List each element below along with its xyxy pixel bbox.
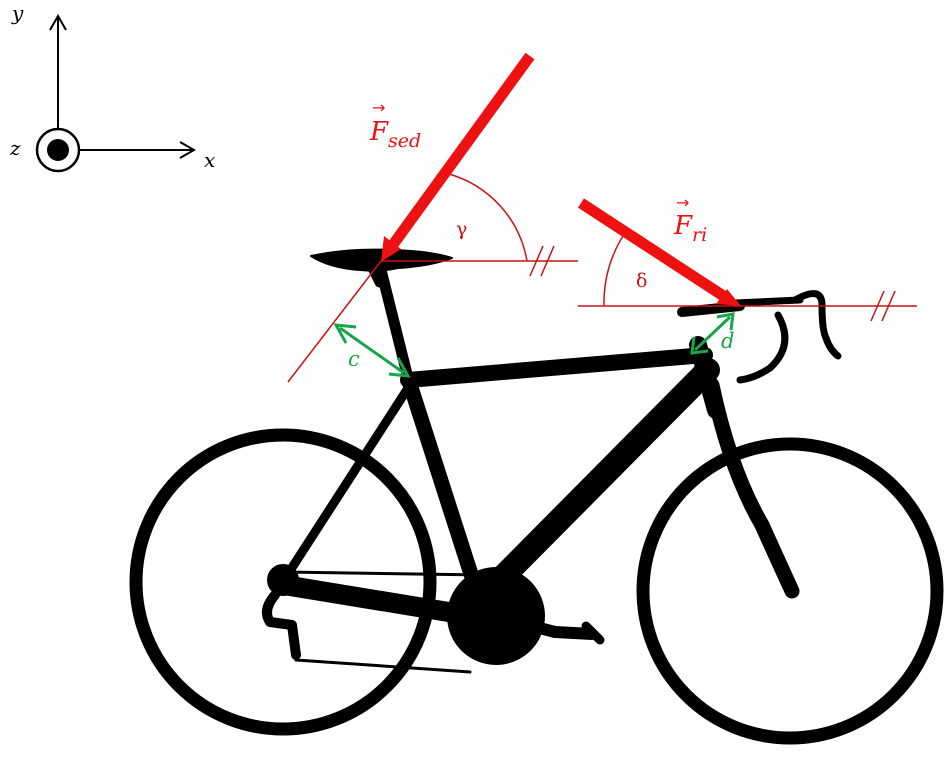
gamma-angle-arc <box>448 173 528 262</box>
rear-hub <box>267 564 299 596</box>
distance-markers <box>333 312 735 378</box>
seat-force-vector-accent: → <box>372 98 385 117</box>
handlebar-force-arrowhead <box>716 289 741 306</box>
seat-force-label: → F sed <box>369 98 421 152</box>
top-tube <box>400 347 713 388</box>
y-axis-label: y <box>11 1 24 25</box>
seat-offset-arrow <box>339 326 405 375</box>
seat-stay <box>279 380 415 585</box>
handlebar-force-arrow <box>577 198 729 302</box>
seat-offset-arrowhead-start <box>333 323 357 344</box>
chain-upper <box>282 570 487 577</box>
handlebar-offset-label: d <box>721 329 734 353</box>
delta-angle-arc <box>603 232 626 307</box>
saddle-clamp <box>366 260 386 288</box>
seat-tube <box>400 370 486 604</box>
handlebar-hash-mark-2 <box>881 290 896 322</box>
seat-force-symbol: F <box>369 117 389 147</box>
seat-hash-mark-1 <box>529 245 544 277</box>
delta-angle-label: δ <box>636 270 647 292</box>
seat-offset-arrowhead-end <box>388 357 411 378</box>
handlebar-force-symbol: F <box>673 211 693 241</box>
crank-arm <box>494 612 598 640</box>
y-axis-arrowhead <box>49 13 67 31</box>
rear-wheel <box>129 428 437 736</box>
seat-post <box>375 264 414 384</box>
seat-force-subscript: sed <box>388 130 421 152</box>
z-axis-dot <box>47 139 69 161</box>
seat-force-line-of-action <box>287 260 382 383</box>
front-wheel <box>636 437 944 745</box>
handlebar-offset-arrow <box>693 315 732 352</box>
down-tube <box>468 358 720 612</box>
handlebar-force-vector-accent: → <box>676 193 689 212</box>
seat-force-arrowhead <box>381 236 401 262</box>
handlebar-force-label: → F ri <box>673 193 707 246</box>
chain-lower <box>294 658 472 674</box>
rear-derailleur <box>261 590 301 660</box>
handlebar-force-subscript: ri <box>692 224 707 246</box>
front-fork <box>704 377 800 599</box>
handlebar-offset-arrowhead-start <box>716 312 735 331</box>
force-vectors <box>381 52 741 306</box>
seat-offset-label: c <box>348 347 360 371</box>
handlebar-drop <box>791 290 842 360</box>
z-axis-label: z <box>9 136 21 160</box>
handlebar-hash-mark-1 <box>870 290 885 322</box>
coordinate-system: y z x <box>9 1 215 173</box>
seat-force-arrow <box>387 52 535 250</box>
gamma-angle-label: γ <box>456 218 467 240</box>
reference-lines <box>287 173 917 383</box>
bicycle <box>129 248 944 745</box>
pedal <box>581 621 605 645</box>
stem <box>677 301 745 317</box>
handlebar-top <box>731 296 804 307</box>
x-axis-arrowhead <box>179 141 197 159</box>
handlebar-lower-hook <box>736 311 789 384</box>
handlebar-offset-arrowhead-end <box>690 336 709 355</box>
x-axis-label: x <box>204 148 215 172</box>
seat-hash-mark-2 <box>540 245 555 277</box>
